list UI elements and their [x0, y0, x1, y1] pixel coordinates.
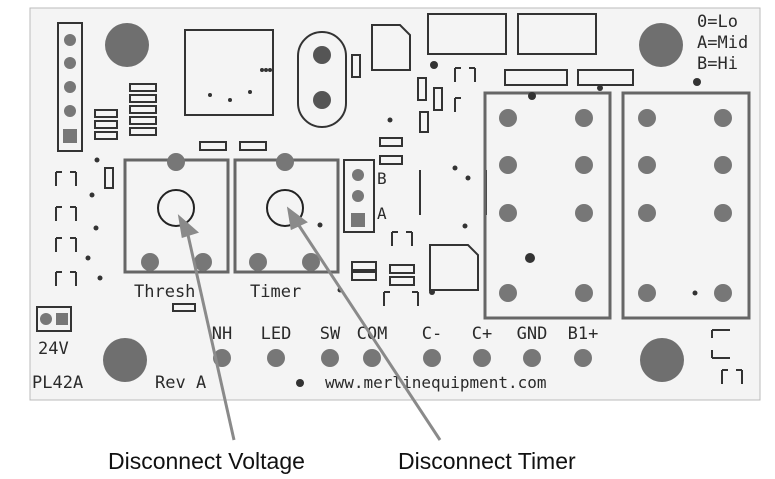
- pot-pin: [141, 253, 159, 271]
- terminal-pad: [574, 349, 592, 367]
- terminal-pad: [363, 349, 381, 367]
- connector-pin: [56, 313, 68, 325]
- silkscreen-brackets: [55, 67, 743, 384]
- disconnect-voltage-arrowhead: [177, 214, 200, 238]
- jumper-pin: [352, 190, 364, 202]
- power-connector: [36, 306, 72, 332]
- setting-legend-hi: B=Hi: [697, 54, 738, 74]
- disconnect-voltage-arrow: [184, 225, 236, 441]
- ic-chip: [184, 29, 274, 116]
- terminal-label: C-: [422, 324, 442, 344]
- connector-pin: [40, 313, 52, 325]
- pcb-board: [29, 7, 761, 401]
- jumper-pin: [352, 169, 364, 181]
- terminal-pad: [423, 349, 441, 367]
- relay-left: [483, 91, 612, 320]
- disconnect-timer-arrow: [292, 217, 442, 441]
- jumper-label-b: B: [377, 169, 387, 188]
- timer-label: Timer: [250, 282, 301, 302]
- crystal-oscillator: [297, 31, 347, 128]
- terminal-label: LED: [261, 324, 292, 344]
- relay-right: [621, 91, 751, 320]
- revision-label: Rev A: [155, 373, 206, 393]
- terminal-pad: [321, 349, 339, 367]
- terminal-pad: [523, 349, 541, 367]
- jumper-pin: [351, 213, 365, 227]
- vias: [85, 61, 701, 387]
- pot-pin: [276, 153, 294, 171]
- terminal-label: B1+: [568, 324, 599, 344]
- crystal-pin: [313, 46, 331, 64]
- pot-pin: [167, 153, 185, 171]
- setting-legend-mid: A=Mid: [697, 33, 748, 53]
- relay-right-pins: [638, 109, 732, 302]
- jumper-label-a: A: [377, 204, 387, 223]
- timer-pot-dial: [266, 189, 304, 227]
- mounting-hole-bottom-right: [640, 338, 684, 382]
- terminal-pad: [473, 349, 491, 367]
- mounting-hole-bottom-left: [103, 338, 147, 382]
- terminal-pads: [213, 349, 592, 367]
- mounting-hole-top-left: [105, 23, 149, 67]
- callout-arrows: [177, 206, 442, 441]
- terminal-label: C+: [472, 324, 492, 344]
- terminal-label: SW: [320, 324, 341, 344]
- terminal-label: GND: [517, 324, 548, 344]
- disconnect-timer-caption: Disconnect Timer: [398, 448, 576, 474]
- relay-left-pins: [499, 109, 593, 302]
- setting-legend-lo: 0=Lo: [697, 12, 738, 32]
- pot-pin: [302, 253, 320, 271]
- thresh-pot-dial: [157, 189, 195, 227]
- pot-pin: [194, 253, 212, 271]
- chip-dots: [208, 68, 272, 102]
- resistor-array: [94, 83, 157, 140]
- thresh-label: Thresh: [134, 282, 195, 302]
- voltage-label: 24V: [38, 339, 69, 359]
- pot-pin: [249, 253, 267, 271]
- setting-jumper: [343, 159, 375, 233]
- terminal-label: NH: [212, 324, 232, 344]
- top-components: [104, 13, 634, 312]
- terminal-pad: [267, 349, 285, 367]
- disconnect-timer-arrowhead: [286, 206, 308, 231]
- disconnect-voltage-caption: Disconnect Voltage: [108, 448, 305, 474]
- model-label: PL42A: [32, 373, 83, 393]
- website-label: www.merlinequipment.com: [325, 373, 547, 392]
- crystal-pin: [313, 91, 331, 109]
- header-pins: [57, 22, 83, 152]
- mounting-hole-top-right: [639, 23, 683, 67]
